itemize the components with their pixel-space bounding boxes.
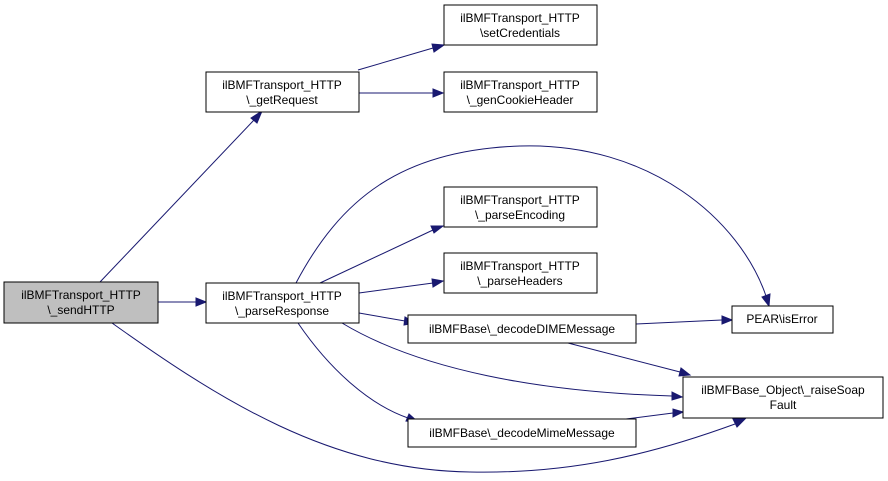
node-label: ilBMFTransport_HTTP bbox=[460, 11, 580, 25]
node-label: \_getRequest bbox=[246, 93, 318, 107]
node-label: \_sendHTTP bbox=[47, 303, 114, 317]
edge-sendhttp-to-getrequest bbox=[99, 109, 264, 283]
edge-sendhttp-to-raisesoapfault bbox=[111, 322, 747, 473]
node-label: ilBMFBase\_decodeDIMEMessage bbox=[429, 322, 615, 336]
edge-parseresponse-to-raisesoapfault bbox=[341, 322, 684, 401]
node-label: \_genCookieHeader bbox=[467, 93, 574, 107]
node-set-credentials[interactable]: ilBMFTransport_HTTP \setCredentials bbox=[443, 4, 598, 46]
node-parse-headers[interactable]: ilBMFTransport_HTTP \_parseHeaders bbox=[443, 252, 598, 294]
node-label: ilBMFTransport_HTTP bbox=[460, 259, 580, 273]
edge-arrowhead bbox=[678, 367, 692, 377]
edge-decodedime-to-pearis-error bbox=[635, 315, 734, 325]
node-get-request[interactable]: ilBMFTransport_HTTP \_getRequest bbox=[205, 71, 360, 113]
edge-arrowhead bbox=[431, 43, 446, 53]
edge-arrowhead bbox=[250, 109, 264, 124]
edge-arrowhead bbox=[672, 408, 685, 418]
node-label: ilBMFTransport_HTTP bbox=[460, 193, 580, 207]
node-gen-cookie-header[interactable]: ilBMFTransport_HTTP \_genCookieHeader bbox=[443, 71, 598, 113]
node-label: ilBMFTransport_HTTP bbox=[460, 78, 580, 92]
edge-decodedime-to-raisesoapfault bbox=[567, 342, 692, 377]
node-parse-response[interactable]: ilBMFTransport_HTTP \_parseResponse bbox=[205, 282, 360, 324]
edge-getrequest-to-gencookieheader bbox=[359, 88, 445, 98]
node-label: PEAR\isError bbox=[746, 312, 817, 326]
edge-arrowhead bbox=[195, 297, 208, 307]
node-label: ilBMFTransport_HTTP bbox=[222, 289, 342, 303]
node-label: \setCredentials bbox=[480, 26, 560, 40]
node-label: ilBMFTransport_HTTP bbox=[21, 288, 141, 302]
edge-arrowhead bbox=[721, 315, 734, 325]
node-send-http[interactable]: ilBMFTransport_HTTP \_sendHTTP bbox=[3, 281, 159, 324]
node-label: \_parseEncoding bbox=[475, 208, 565, 222]
node-decode-dime-message[interactable]: ilBMFBase\_decodeDIMEMessage bbox=[407, 314, 637, 344]
node-label: ilBMFBase_Object\_raiseSoap bbox=[701, 383, 865, 397]
edge-parseresponse-to-pearis-error bbox=[295, 145, 771, 308]
node-label: ilBMFTransport_HTTP bbox=[222, 78, 342, 92]
node-pear-is-error[interactable]: PEAR\isError bbox=[731, 305, 834, 334]
edge-decodemime-to-raisesoapfault bbox=[625, 408, 685, 420]
edge-parseresponse-to-decodedime bbox=[358, 312, 417, 326]
edge-parseresponse-to-decodemime bbox=[297, 322, 420, 423]
edge-parseresponse-to-parseencoding bbox=[319, 225, 445, 284]
edge-parseresponse-to-parseheaders bbox=[358, 278, 445, 294]
edge-arrowhead bbox=[432, 88, 445, 98]
node-label: \_parseHeaders bbox=[477, 274, 562, 288]
edge-arrowhead bbox=[430, 225, 445, 234]
node-label: \_parseResponse bbox=[235, 304, 329, 318]
node-decode-mime-message[interactable]: ilBMFBase\_decodeMimeMessage bbox=[407, 418, 637, 448]
edge-arrowhead bbox=[732, 418, 747, 428]
node-label: Fault bbox=[770, 398, 797, 412]
node-raise-soap-fault[interactable]: ilBMFBase_Object\_raiseSoap Fault bbox=[682, 376, 884, 419]
edge-arrowhead bbox=[671, 391, 684, 401]
edge-sendhttp-to-parseresponse bbox=[158, 297, 208, 307]
node-parse-encoding[interactable]: ilBMFTransport_HTTP \_parseEncoding bbox=[443, 186, 598, 228]
edge-arrowhead bbox=[761, 293, 771, 308]
edge-arrowhead bbox=[431, 278, 445, 288]
edge-getrequest-to-setcredentials bbox=[357, 43, 446, 71]
node-label: ilBMFBase\_decodeMimeMessage bbox=[429, 426, 615, 440]
